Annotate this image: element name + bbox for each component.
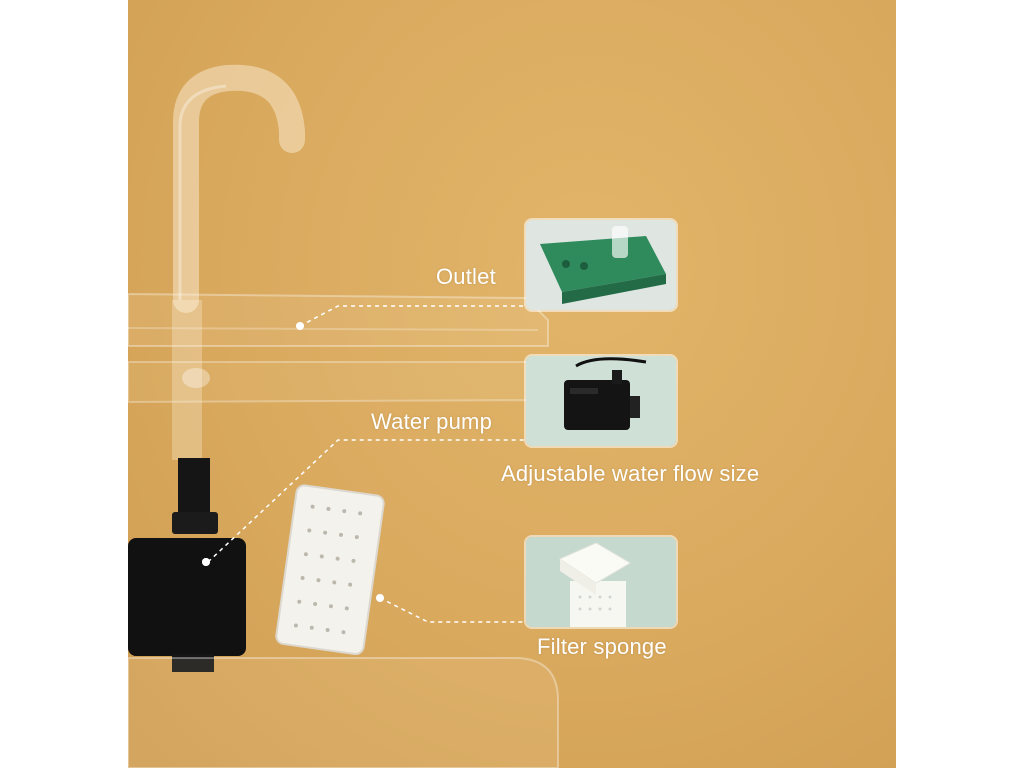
- outlet-label: Outlet: [436, 264, 496, 289]
- spout-pipe: [172, 64, 305, 460]
- filter-sponge-label: Filter sponge: [537, 634, 667, 659]
- water-tank: [128, 657, 559, 768]
- sponge-thumbnail: [526, 537, 676, 627]
- filter-plate: [275, 484, 385, 656]
- pump-thumbnail: [526, 356, 676, 446]
- pump-illustration: [128, 458, 246, 672]
- product-diagram: Outlet Water pump Adjustable water flow …: [128, 0, 896, 768]
- callout-dots: [202, 322, 384, 602]
- outlet-thumbnail: [526, 220, 676, 310]
- adjustable-flow-label: Adjustable water flow size: [501, 461, 760, 486]
- water-pump-label: Water pump: [371, 409, 493, 434]
- fountain-illustration: [128, 64, 559, 768]
- callout-leaders: [207, 305, 526, 623]
